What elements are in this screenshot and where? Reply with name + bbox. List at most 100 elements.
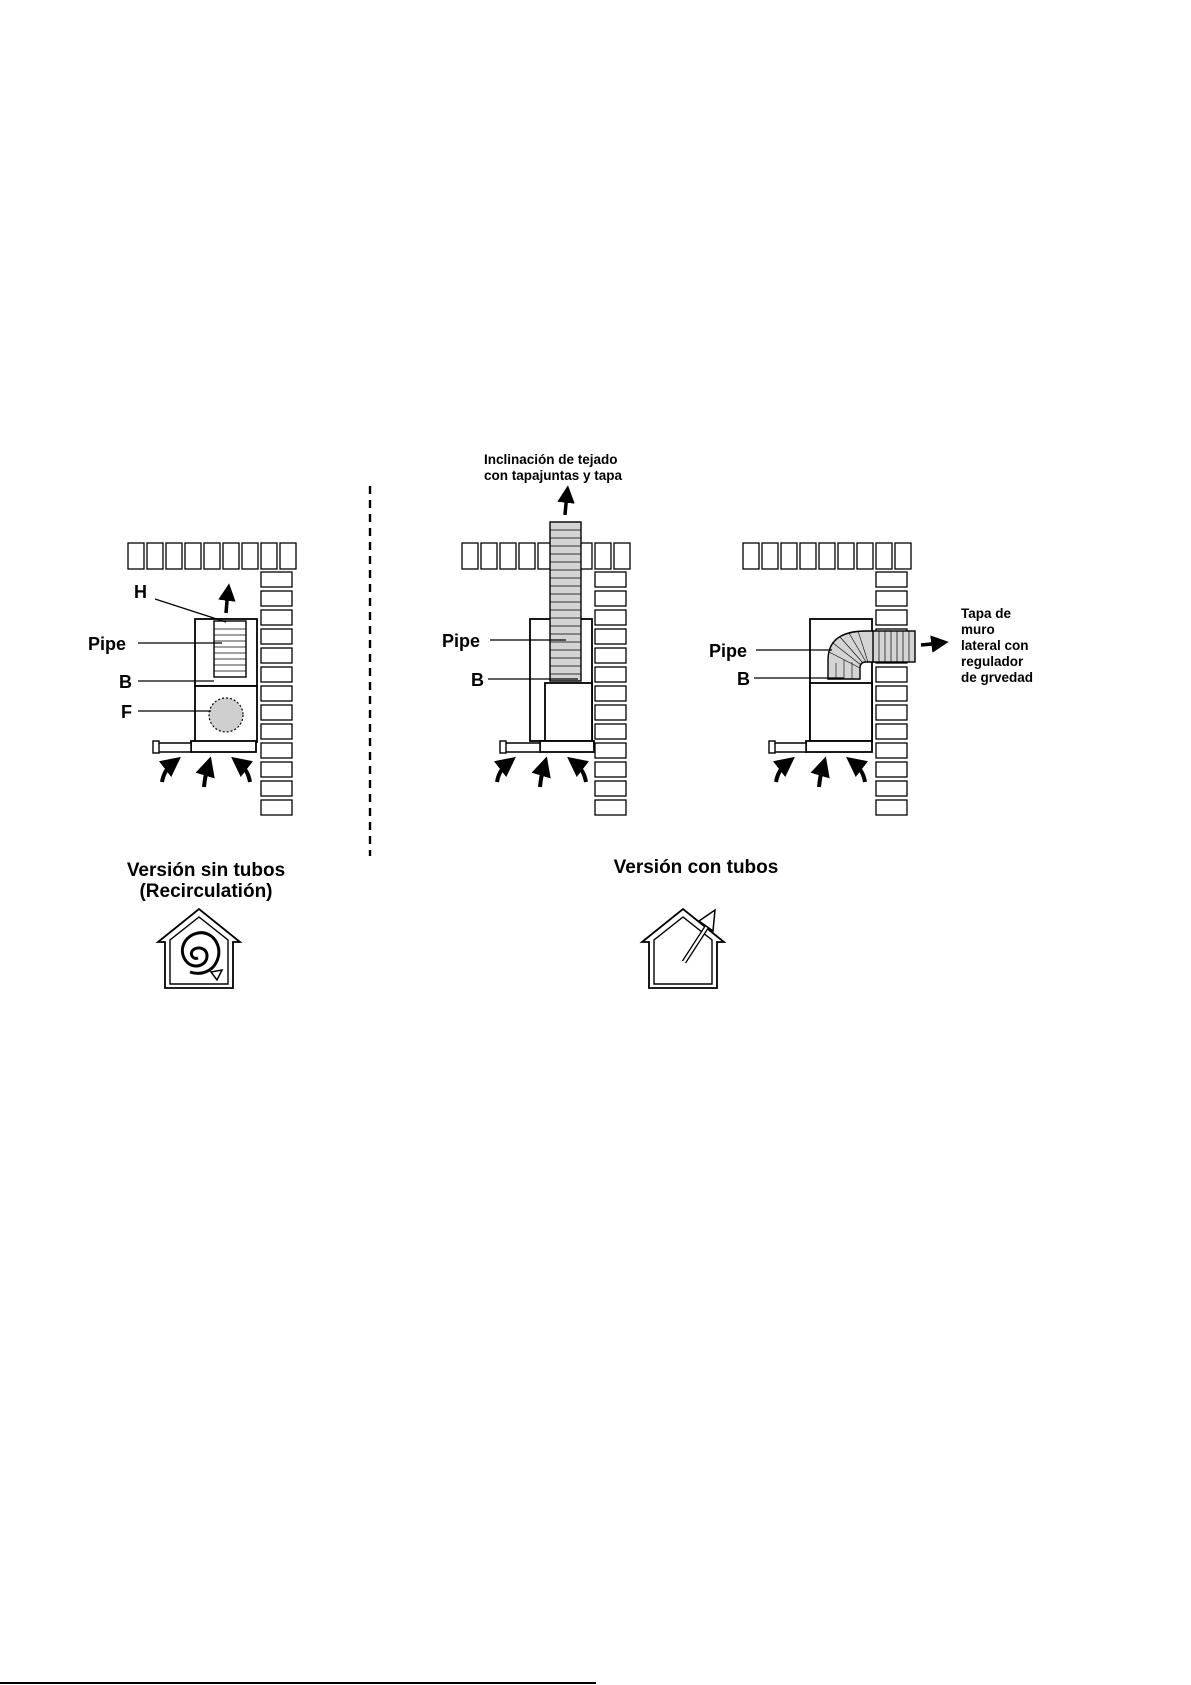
wall-brick bbox=[595, 629, 626, 644]
ceiling-brick bbox=[895, 543, 911, 569]
intake-arrow-middle bbox=[540, 766, 544, 787]
ceiling-brick bbox=[280, 543, 296, 569]
ceiling-brick bbox=[519, 543, 535, 569]
hood-control-bar bbox=[158, 743, 191, 752]
ducted-house-icon bbox=[642, 909, 724, 988]
exhaust-up-arrow bbox=[565, 494, 567, 515]
hood-plate bbox=[191, 741, 256, 752]
wall-brick bbox=[876, 800, 907, 815]
ceiling-brick bbox=[762, 543, 778, 569]
wall-brick bbox=[261, 762, 292, 777]
roof-note-line1: Inclinación de tejado bbox=[484, 452, 618, 467]
wall-brick bbox=[595, 610, 626, 625]
ceiling-brick bbox=[185, 543, 201, 569]
wall-brick bbox=[876, 667, 907, 682]
hood-body bbox=[545, 683, 592, 741]
ceiling-brick bbox=[876, 543, 892, 569]
intake-arrow-right bbox=[854, 763, 865, 782]
hood-plate bbox=[806, 741, 872, 752]
ceiling-bricks bbox=[743, 543, 911, 569]
wall-brick bbox=[261, 591, 292, 606]
wall-brick bbox=[595, 743, 626, 758]
wall-note-line2: muro bbox=[961, 622, 995, 637]
ceiling-brick bbox=[857, 543, 873, 569]
wall-brick bbox=[595, 648, 626, 663]
ceiling-brick bbox=[781, 543, 797, 569]
intake-arrow-right bbox=[239, 763, 250, 782]
wall-brick bbox=[261, 705, 292, 720]
roof-pipe bbox=[550, 522, 581, 681]
hood-body bbox=[810, 683, 872, 741]
wall-brick bbox=[595, 762, 626, 777]
wall-brick bbox=[261, 686, 292, 701]
intake-arrow-left bbox=[776, 763, 787, 782]
ceiling-brick bbox=[500, 543, 516, 569]
roof-exhaust-setup: Pipe B Inclinación de tejado con tapajun… bbox=[442, 452, 630, 815]
wall-brick bbox=[595, 591, 626, 606]
hood-control-bar bbox=[774, 743, 806, 752]
wall-brick bbox=[595, 667, 626, 682]
ceiling-brick bbox=[838, 543, 854, 569]
exhaust-up-arrow bbox=[226, 592, 228, 613]
wall-brick bbox=[261, 743, 292, 758]
wall-brick bbox=[876, 781, 907, 796]
hood-control-bar bbox=[505, 743, 540, 752]
roof-note-line2: con tapajuntas y tapa bbox=[484, 468, 623, 483]
wall-brick bbox=[261, 648, 292, 663]
label-b: B bbox=[471, 670, 484, 690]
ceiling-brick bbox=[223, 543, 239, 569]
recirculation-house-icon bbox=[158, 909, 240, 988]
wall-brick bbox=[595, 686, 626, 701]
ceiling-brick bbox=[128, 543, 144, 569]
wall-note-line5: de grvedad bbox=[961, 670, 1033, 685]
wall-brick bbox=[261, 800, 292, 815]
ceiling-brick bbox=[819, 543, 835, 569]
intake-arrow-left bbox=[162, 763, 173, 782]
ceiling-brick bbox=[595, 543, 611, 569]
ceiling-brick bbox=[614, 543, 630, 569]
ceiling-bricks bbox=[128, 543, 296, 569]
wall-brick bbox=[595, 705, 626, 720]
wall-brick bbox=[595, 724, 626, 739]
caption-recirculation-line1: Versión sin tubos bbox=[127, 860, 285, 881]
wall-brick bbox=[876, 743, 907, 758]
wall-brick bbox=[595, 781, 626, 796]
ceiling-brick bbox=[242, 543, 258, 569]
wall-bricks bbox=[876, 572, 907, 815]
wall-brick bbox=[876, 686, 907, 701]
label-b: B bbox=[737, 669, 750, 689]
ceiling-brick bbox=[147, 543, 163, 569]
wall-brick bbox=[261, 610, 292, 625]
wall-brick bbox=[261, 667, 292, 682]
intake-arrow-middle bbox=[204, 766, 208, 787]
caption-ducted: Versión con tubos bbox=[614, 857, 779, 878]
ceiling-brick bbox=[743, 543, 759, 569]
exhaust-side-arrow bbox=[921, 643, 940, 645]
wall-brick bbox=[595, 572, 626, 587]
label-f: F bbox=[121, 702, 132, 722]
wall-exhaust-setup: Pipe B Tapa de muro lateral con regulado… bbox=[709, 543, 1033, 815]
wall-bricks bbox=[261, 572, 292, 815]
ceiling-brick bbox=[261, 543, 277, 569]
wall-brick bbox=[261, 572, 292, 587]
ceiling-bricks bbox=[462, 543, 630, 569]
wall-brick bbox=[876, 724, 907, 739]
pipe bbox=[214, 621, 246, 677]
intake-arrow-left bbox=[497, 763, 508, 782]
wall-brick bbox=[261, 629, 292, 644]
wall-brick bbox=[876, 610, 907, 625]
carbon-filter bbox=[209, 698, 243, 732]
ceiling-brick bbox=[166, 543, 182, 569]
label-b: B bbox=[119, 672, 132, 692]
label-pipe: Pipe bbox=[88, 634, 126, 654]
wall-brick bbox=[261, 724, 292, 739]
wall-brick bbox=[876, 762, 907, 777]
wall-brick bbox=[876, 572, 907, 587]
wall-brick bbox=[595, 800, 626, 815]
recirculation-setup: H Pipe B F bbox=[88, 543, 296, 815]
wall-brick bbox=[261, 781, 292, 796]
label-pipe: Pipe bbox=[442, 631, 480, 651]
label-h: H bbox=[134, 582, 147, 602]
hood-plate bbox=[540, 741, 594, 752]
